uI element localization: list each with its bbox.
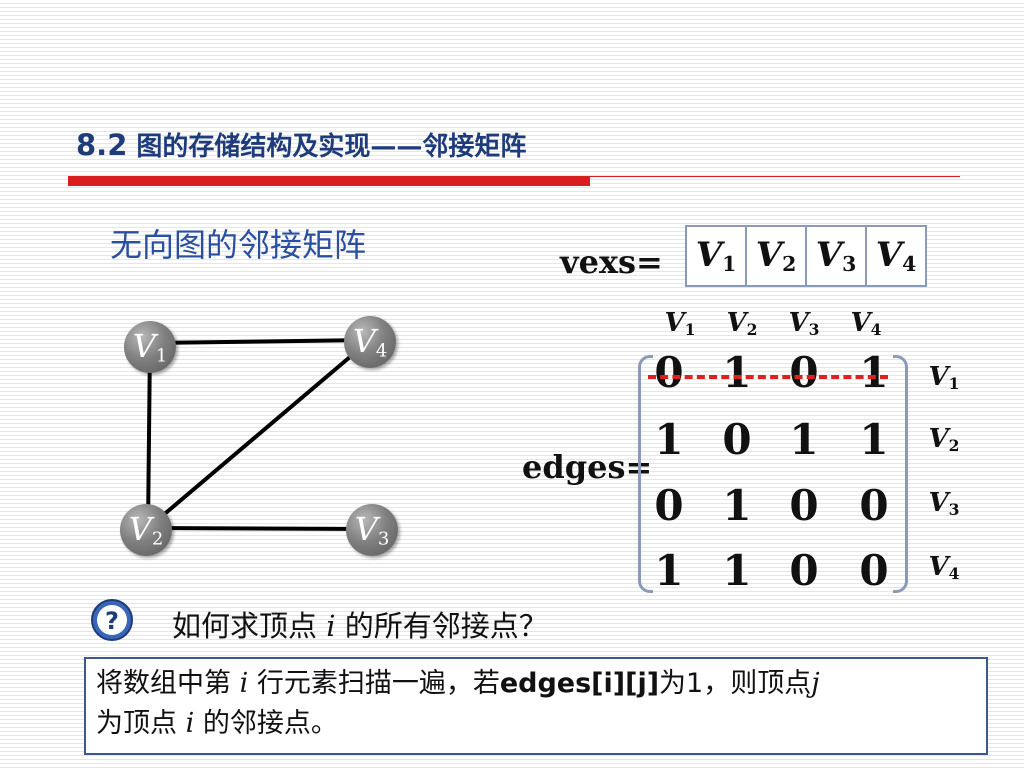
vexs-cell: V4 [865,225,927,287]
vexs-cell: V1 [685,225,747,287]
matrix-col-header: V1 [664,308,696,339]
matrix-cell: 1 [859,348,889,397]
vertex-v4: V4 [344,316,396,368]
vexs-label: vexs= [560,243,663,281]
matrix-row-header: V4 [928,552,960,583]
answer-box [84,657,988,755]
matrix-cell: 0 [789,546,819,595]
vertex-v3: V3 [346,504,398,556]
matrix-col-header: V3 [788,308,820,339]
matrix-cell: 1 [789,415,819,464]
matrix-cell: 0 [654,348,684,397]
subtitle: 无向图的邻接矩阵 [110,226,367,264]
slide-title: 8.2 图的存储结构及实现——邻接矩阵 [76,126,526,163]
question-icon: ? [91,599,133,641]
matrix-row-header: V3 [928,488,960,519]
edge-v2-v4 [146,338,372,530]
row-highlight-dashes [648,375,888,379]
matrix-cell: 1 [722,348,752,397]
matrix-cell: 0 [722,415,752,464]
matrix-right-bracket [893,355,908,593]
edges-label: edges= [522,448,653,486]
matrix-row-header: V2 [928,424,960,455]
matrix-cell: 0 [654,481,684,530]
vexs-cell: V3 [805,225,867,287]
edge-v1-v4 [149,338,371,345]
title-underline-line [590,176,960,177]
matrix-cell: 1 [654,546,684,595]
question-text: 如何求顶点 i 的所有邻接点？ [172,609,548,643]
matrix-left-bracket [638,355,653,593]
vertex-v1: V1 [124,321,176,373]
edge-v2-v3 [147,526,373,531]
title-underline-bar [68,176,590,186]
matrix-col-header: V2 [726,308,758,339]
matrix-cell: 0 [789,481,819,530]
vertex-v2: V2 [120,504,172,556]
section-number: 8.2 [76,128,128,162]
vexs-cell: V2 [745,225,807,287]
edge-v1-v2 [146,342,152,529]
matrix-cell: 1 [722,481,752,530]
matrix-row-header: V1 [928,362,960,393]
matrix-cell: 1 [654,415,684,464]
matrix-cell: 0 [859,546,889,595]
matrix-cell: 0 [789,348,819,397]
vexs-array: V1 V2 V3 V4 [685,225,927,287]
matrix-cell: 0 [859,481,889,530]
title-text: 图的存储结构及实现——邻接矩阵 [127,132,527,162]
svg-text:?: ? [105,607,119,635]
matrix-col-header: V4 [850,308,882,339]
matrix-cell: 1 [859,415,889,464]
matrix-cell: 1 [722,546,752,595]
